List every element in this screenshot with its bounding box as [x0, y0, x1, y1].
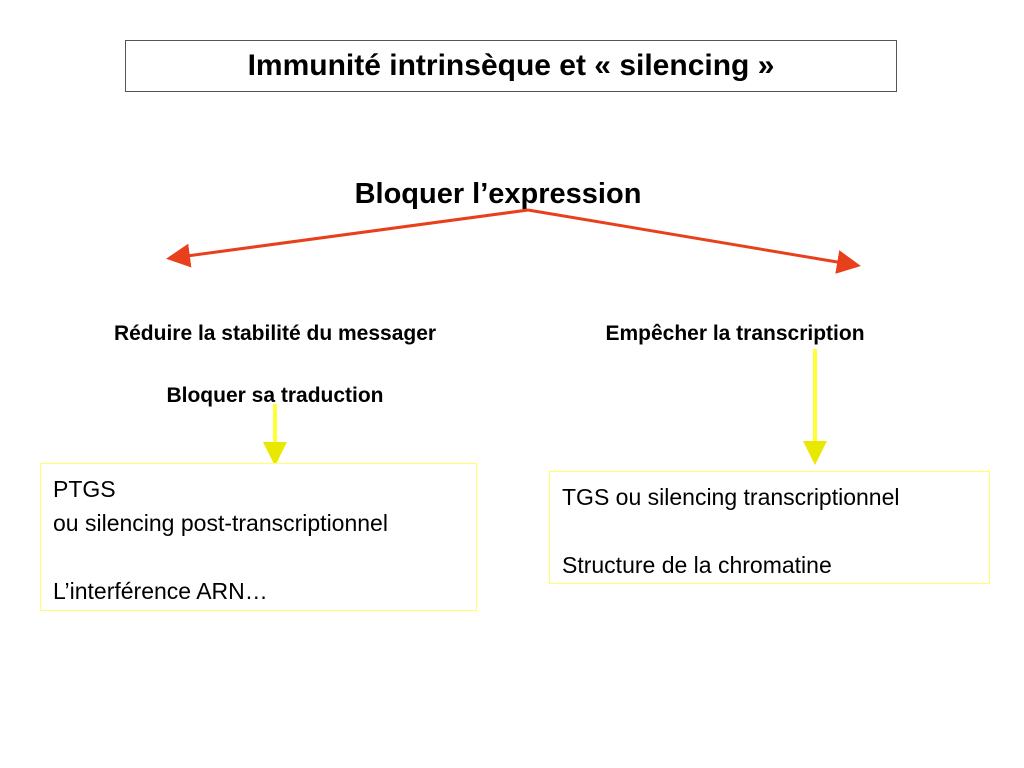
left-branch-label-1: Réduire la stabilité du messager — [113, 322, 437, 345]
tgs-box-spacer — [562, 514, 989, 548]
tgs-box-line-2: Structure de la chromatine — [562, 552, 832, 578]
arrow-to-right-branch — [527, 208, 861, 274]
tgs-box: TGS ou silencing transcriptionnel Struct… — [549, 471, 990, 584]
right-branch-label: Empêcher la transcription — [605, 322, 865, 345]
slide-title: Immunité intrinsèque et « silencing » — [125, 40, 897, 92]
tgs-box-line-1: TGS ou silencing transcriptionnel — [562, 484, 900, 510]
central-node: Bloquer l’expression — [354, 178, 642, 210]
ptgs-box-line-1: PTGS — [53, 476, 116, 502]
left-branch-label-2: Bloquer sa traduction — [166, 384, 384, 407]
ptgs-box: PTGS ou silencing post-transcriptionnel … — [40, 463, 477, 611]
ptgs-box-line-2: ou silencing post-transcriptionnel — [53, 510, 388, 536]
ptgs-box-line-3: L’interférence ARN… — [53, 578, 268, 604]
arrow-to-left-branch — [166, 208, 529, 268]
ptgs-box-spacer — [53, 540, 476, 574]
